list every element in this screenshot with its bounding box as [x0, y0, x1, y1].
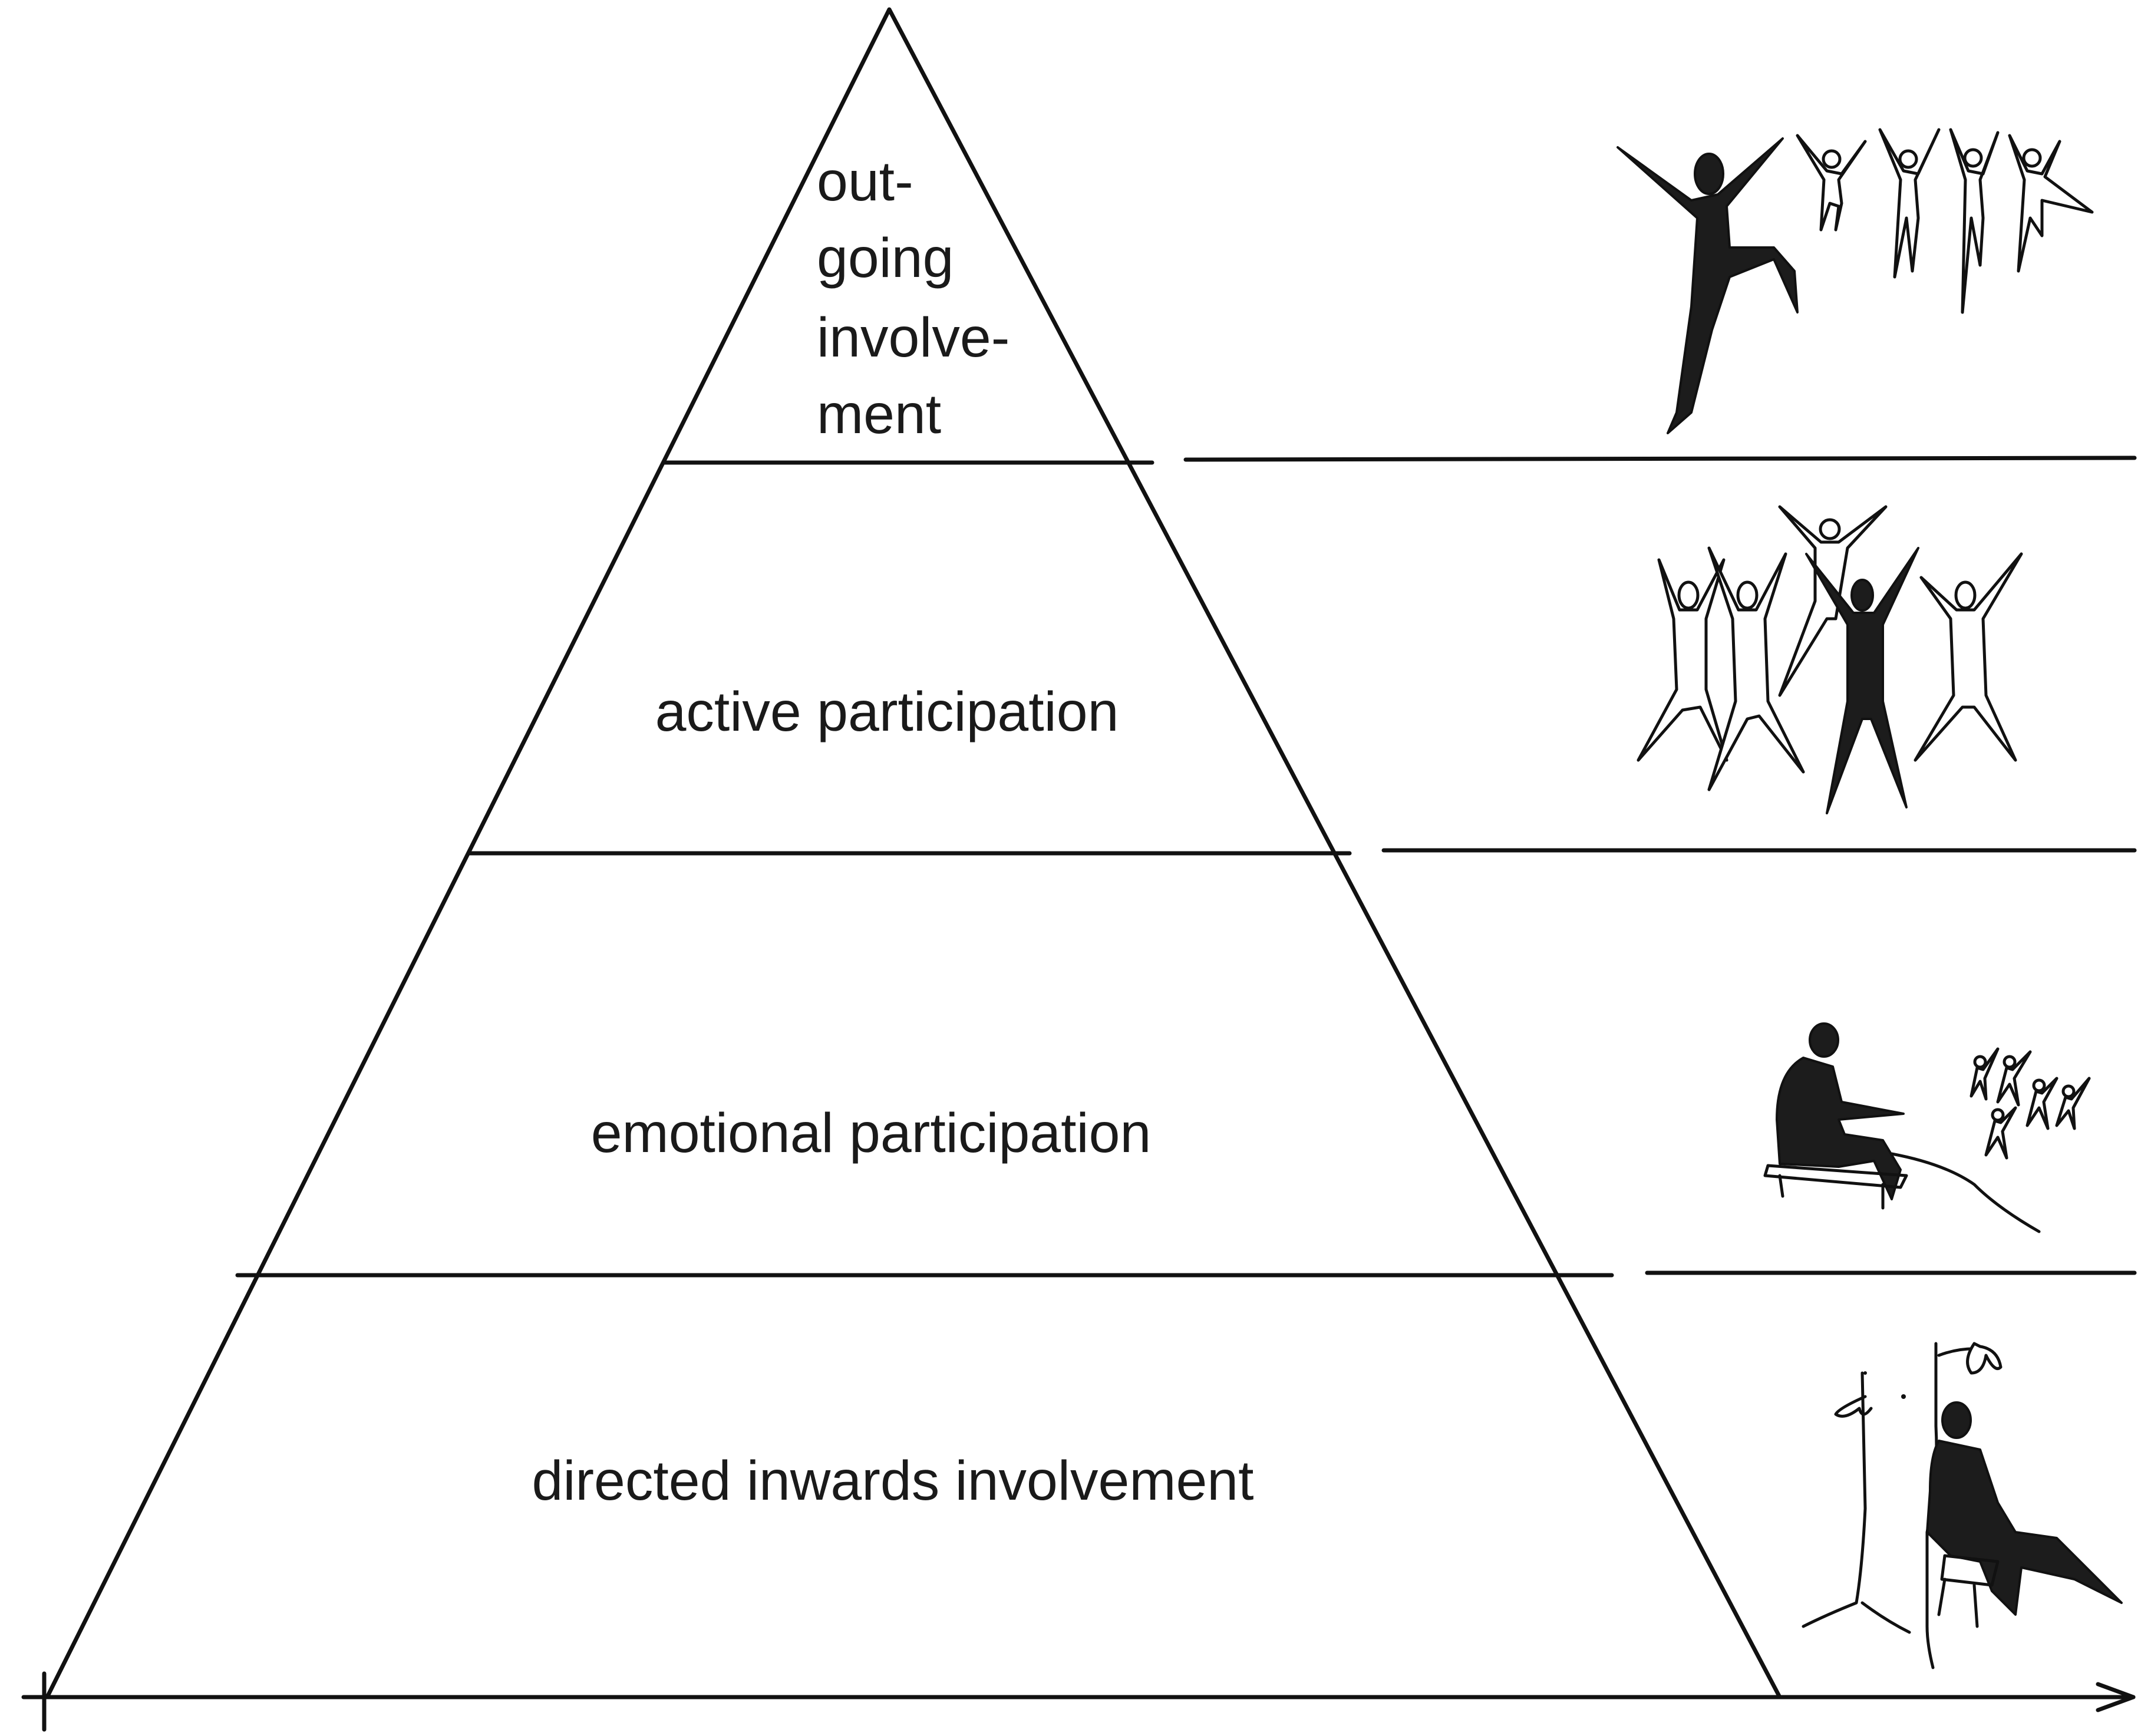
- label-line-3: involve-: [817, 306, 1010, 369]
- level-divider-2: [467, 848, 2137, 856]
- label-line-1: out-: [817, 150, 913, 213]
- leaping-figures-icon: [1617, 128, 2094, 434]
- level-label-directed-inwards-involvement: directed inwards involvement: [532, 1450, 1253, 1512]
- label-line-4: ment: [817, 383, 941, 445]
- level-divider-3: [235, 1270, 2137, 1278]
- level-label-emotional-participation: emotional participation: [591, 1102, 1152, 1164]
- level-label-outgoing-involvement: out- going involve- ment: [817, 150, 1025, 445]
- axis-arrowhead-icon: [2096, 1682, 2136, 1712]
- level-label-active-participation: active participation: [655, 681, 1119, 743]
- person-under-tree-icon: [1802, 1342, 2123, 1669]
- dancing-group-icon: [1637, 505, 2023, 814]
- label-line-2: going: [817, 227, 954, 289]
- pyramid-outline: [45, 7, 1782, 1699]
- level-divider-1: [662, 456, 2137, 465]
- seated-spectator-icon: [1763, 1022, 2091, 1233]
